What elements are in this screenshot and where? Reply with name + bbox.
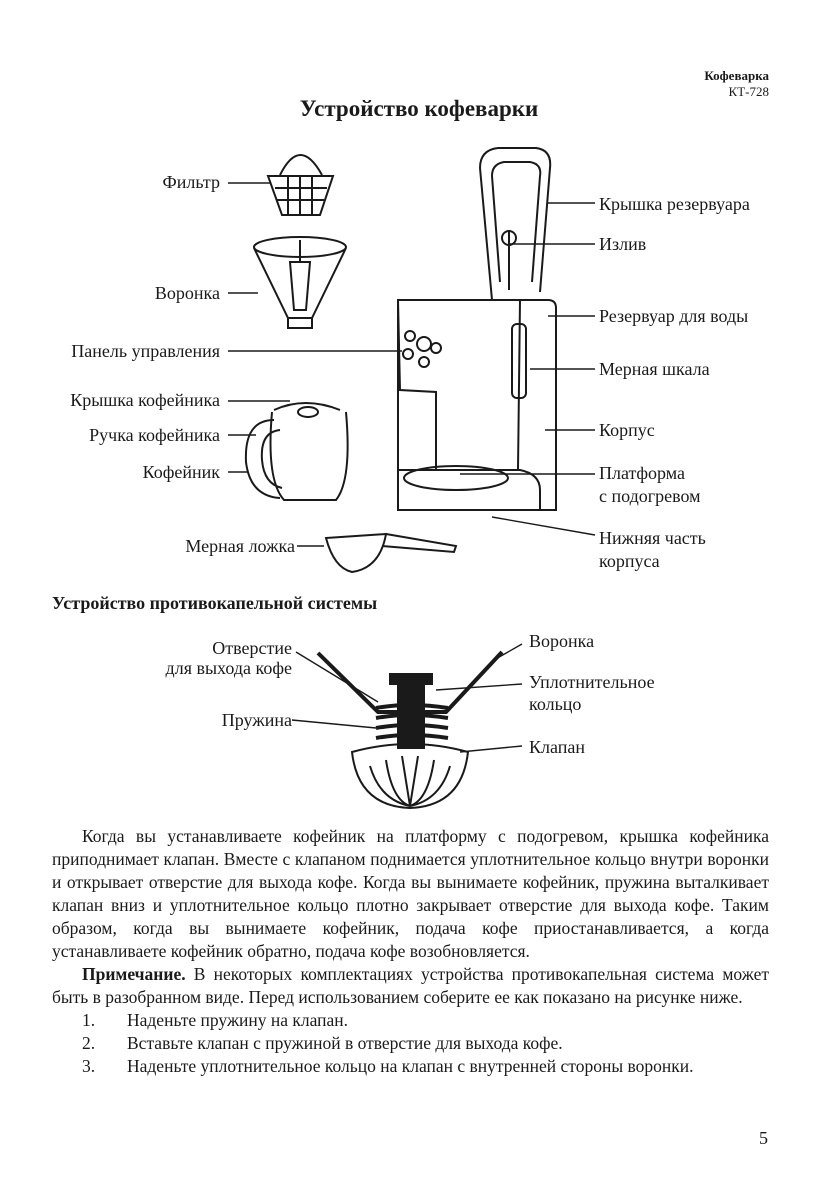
note-body: В некоторых комплектациях устройства про… bbox=[52, 964, 769, 1007]
step-text: Наденьте уплотнительное кольцо на клапан… bbox=[127, 1056, 694, 1076]
paragraph-note: Примечание. В некоторых комплектациях ус… bbox=[52, 963, 769, 1009]
drip-leader-lines bbox=[291, 643, 523, 753]
label-warming-plate-line1: Платформа bbox=[599, 463, 686, 483]
paragraph-description: Когда вы устанавливаете кофейник на плат… bbox=[52, 826, 769, 961]
label-spring: Пружина bbox=[221, 710, 292, 730]
label-outlet-line1: Отверстие bbox=[212, 638, 292, 658]
label-carafe: Кофейник bbox=[142, 462, 220, 482]
step-text: Вставьте клапан с пружиной в отверстие д… bbox=[127, 1033, 563, 1053]
header-brand: Кофеварка bbox=[704, 68, 769, 83]
filter-drawing bbox=[266, 154, 335, 216]
carafe-drawing bbox=[244, 402, 349, 501]
label-control-panel: Панель управления bbox=[71, 341, 220, 361]
label-spout: Излив bbox=[599, 234, 647, 254]
list-item: 2. Вставьте клапан с пружиной в отверстие… bbox=[52, 1032, 769, 1055]
step-text: Наденьте пружину на клапан. bbox=[127, 1010, 349, 1030]
funnel-drawing bbox=[253, 236, 347, 329]
leader-lines-right bbox=[460, 202, 596, 536]
assembly-steps: 1. Наденьте пружину на клапан. 2. Вставьте… bbox=[52, 1009, 769, 1078]
label-seal-line1: Уплотнительное bbox=[529, 672, 655, 692]
label-funnel: Воронка bbox=[154, 283, 220, 303]
leader-lines-left bbox=[228, 182, 402, 547]
step-number: 2. bbox=[82, 1033, 96, 1053]
step-number: 3. bbox=[82, 1056, 96, 1076]
label-measuring-spoon: Мерная ложка bbox=[185, 536, 295, 556]
page-number: 5 bbox=[759, 1128, 768, 1148]
label-base-line2: корпуса bbox=[599, 551, 660, 571]
page-title: Устройство кофеварки bbox=[299, 96, 539, 121]
label-body: Корпус bbox=[599, 420, 655, 440]
section-title-drip-system: Устройство противокапельной системы bbox=[52, 593, 378, 613]
label-warming-plate-line2: с подогревом bbox=[599, 486, 701, 506]
label-water-reservoir: Резервуар для воды bbox=[599, 306, 749, 326]
step-number: 1. bbox=[82, 1010, 96, 1030]
header-model: КТ-728 bbox=[728, 84, 769, 99]
list-item: 1. Наденьте пружину на клапан. bbox=[52, 1009, 769, 1032]
label-level-scale: Мерная шкала bbox=[599, 359, 710, 379]
coffee-maker-drawing bbox=[397, 147, 557, 511]
label-reservoir-lid: Крышка резервуара bbox=[599, 194, 750, 214]
label-carafe-handle: Ручка кофейника bbox=[89, 425, 220, 445]
label-base-line1: Нижняя часть bbox=[599, 528, 706, 548]
spoon-drawing bbox=[324, 532, 458, 574]
body-text: Когда вы устанавливаете кофейник на плат… bbox=[52, 825, 769, 1078]
label-drip-funnel: Воронка bbox=[529, 631, 595, 651]
label-carafe-lid: Крышка кофейника bbox=[70, 390, 220, 410]
drip-system-drawing bbox=[316, 650, 504, 810]
label-outlet-line2: для выхода кофе bbox=[165, 658, 292, 678]
list-item: 3. Наденьте уплотнительное кольцо на клап… bbox=[52, 1055, 769, 1078]
label-filter: Фильтр bbox=[162, 172, 220, 192]
label-valve: Клапан bbox=[529, 737, 585, 757]
label-seal-line2: кольцо bbox=[529, 694, 582, 714]
note-label: Примечание. bbox=[82, 964, 186, 984]
